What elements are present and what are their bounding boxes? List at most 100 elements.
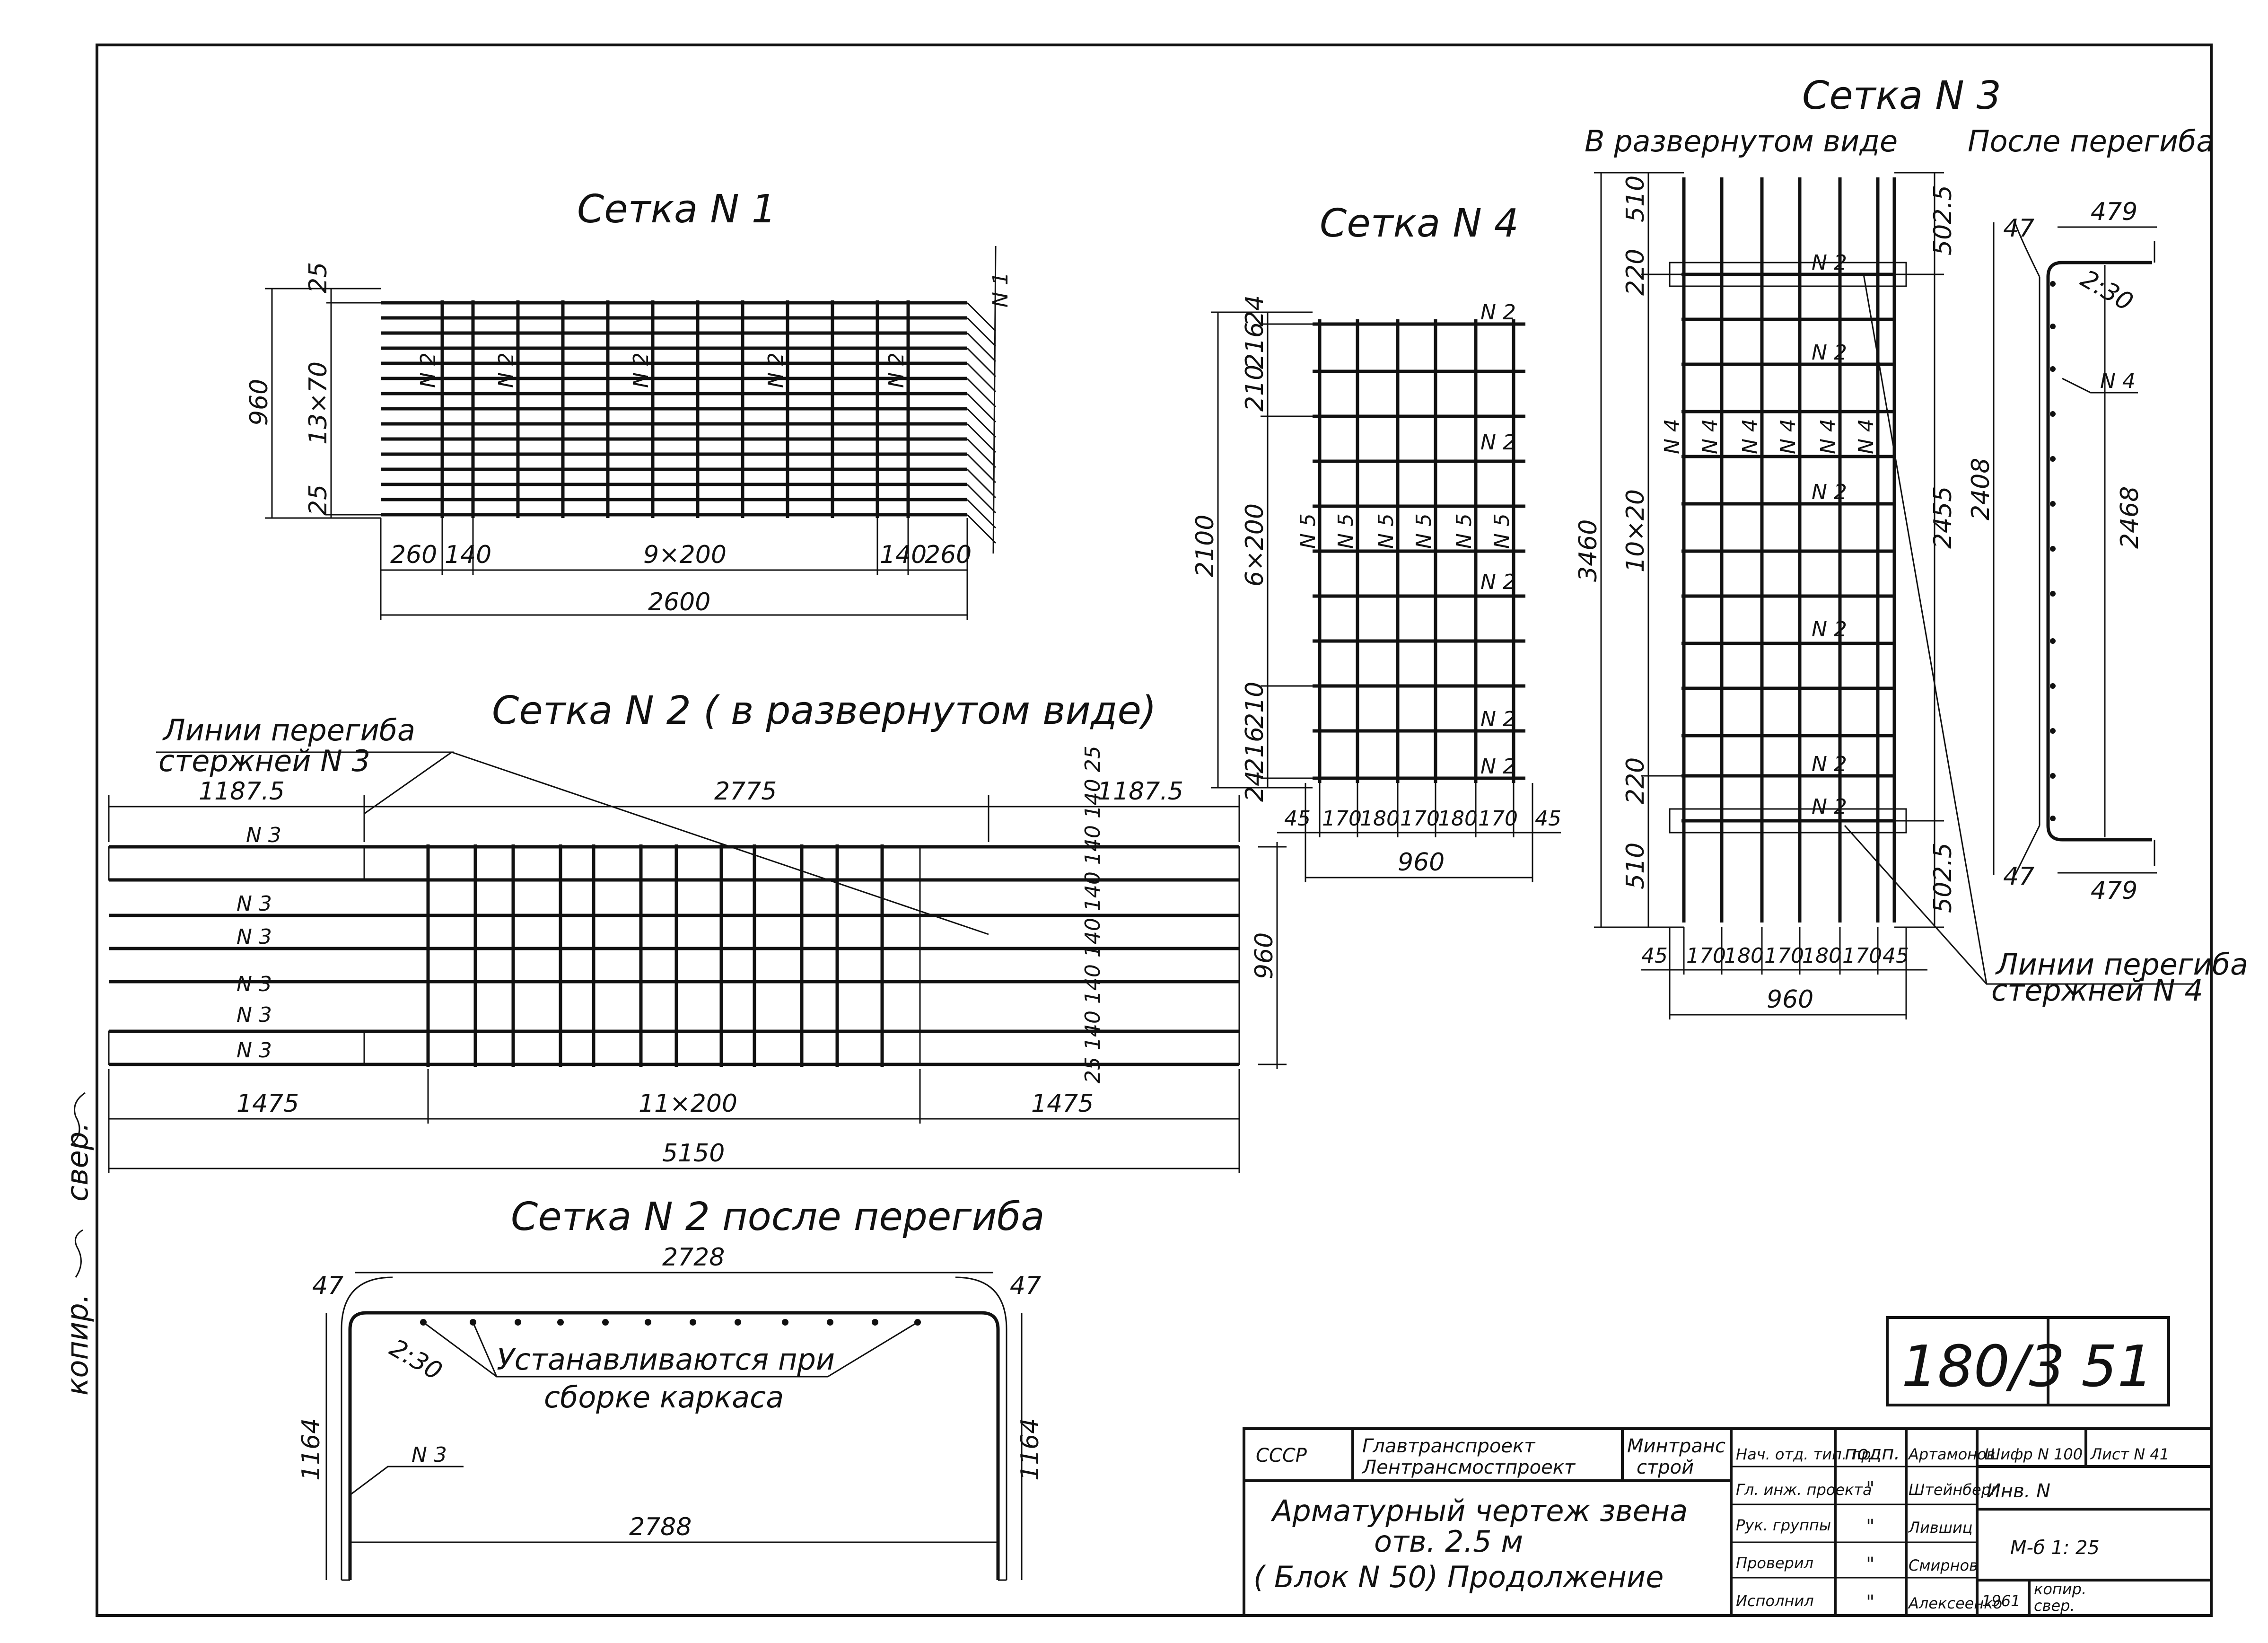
mesh2-bent-profile — [348, 1311, 1000, 1580]
mesh4-label-n5-a: N 5 — [1296, 513, 1320, 549]
mesh3-dim-bottom-1: 170 — [1686, 944, 1726, 968]
sheet-frame — [96, 44, 2213, 1617]
tb-copy: копир. — [2034, 1580, 2086, 1598]
mesh2-dim-height: 960 — [1250, 932, 1278, 979]
mesh3-dim-bottom-5: 170 — [1842, 944, 1882, 968]
tb-role-2: Рук. группы — [1736, 1516, 1831, 1534]
mesh4-dim-lines-left — [1211, 311, 1313, 789]
title-block: СССР Главтранспроект Лентрансмостпроект … — [1243, 1427, 2213, 1617]
mesh3-bent-dots — [2050, 281, 2056, 821]
mesh2-bent-rod-label: N 3 — [412, 1443, 447, 1467]
mesh4-dim-bottom-1: 170 — [1322, 807, 1362, 831]
tb-title1: Арматурный чертеж звена — [1270, 1494, 1688, 1528]
side-stamp: копир. свер. — [60, 1092, 95, 1396]
mesh3-sub-left: В развернутом виде — [1585, 124, 1898, 158]
mesh2-bent-radius-left: 47 — [312, 1272, 343, 1300]
mesh4-dim-bottom-3: 170 — [1400, 807, 1440, 831]
mesh2-bent-dots — [420, 1319, 921, 1326]
mesh2-rod-label-1: N 3 — [236, 892, 272, 916]
mesh1-bar-label-n2-a: N 2 — [416, 352, 440, 388]
mesh3-dim-lines-right — [1894, 172, 1944, 928]
mesh1-dim-top: 25 — [304, 262, 333, 293]
mesh1-title: Сетка N 1 — [577, 187, 776, 232]
mesh2-dim-lines-right — [1258, 842, 1287, 1069]
tb-role-3: Проверил — [1736, 1554, 1813, 1572]
mesh2-rod-label-2: N 3 — [236, 925, 272, 949]
mesh2-bent-dim-sides — [325, 1313, 1023, 1580]
mesh2-bent-ratio: 2:30 — [385, 1334, 447, 1386]
tb-country: СССР — [1256, 1445, 1307, 1467]
mesh2-dim-bottom-1: 11×200 — [639, 1089, 737, 1118]
mesh3-label-n4-d: N 4 — [1776, 419, 1800, 454]
mesh1-horizontal-bars — [381, 301, 967, 517]
mesh4-dim-bottom-6: 45 — [1535, 807, 1561, 831]
mesh2-bent-rod-leader — [350, 1466, 464, 1496]
tb-role-0: Нач. отд. тип. пр. — [1736, 1445, 1876, 1463]
mesh2-bent-profile-inner — [341, 1276, 1007, 1581]
mesh2-bent-note-line1: Устанавливаются при — [497, 1342, 835, 1377]
tb-sheet-label: Лист N 41 — [2090, 1445, 2169, 1463]
mesh1-dim-b2: 9×200 — [643, 541, 727, 569]
side-stamp-copier: копир. — [60, 1294, 95, 1396]
mesh2-note-line1: Линии перегиба — [162, 713, 415, 747]
mesh3-vertical-bars — [1682, 177, 1896, 923]
mesh2-drawing: Сетка N 2 ( в развернутом виде) Линии пе… — [108, 688, 1287, 1173]
mesh4-label-n2-a: N 2 — [1480, 300, 1516, 325]
tb-inv: Инв. N — [1987, 1480, 2050, 1502]
mesh4-label-n2-b: N 2 — [1480, 431, 1516, 455]
mesh2-bent-dim-bottom: 2788 — [629, 1513, 692, 1541]
mesh2-dim-bottom-0: 1475 — [236, 1089, 299, 1118]
mesh3-dim-bottom-0: 45 — [1641, 944, 1668, 968]
mesh3-dim-bottom-6: 45 — [1883, 944, 1909, 968]
mesh3-bent-radius-top: 47 — [2003, 214, 2034, 243]
mesh2-bent-dim-top-label: 2728 — [662, 1243, 725, 1272]
tb-scale: М-б 1: 25 — [2010, 1537, 2100, 1559]
mesh3-label-n4-f: N 4 — [1854, 419, 1878, 454]
mesh3-note-leaders — [1844, 274, 2195, 985]
mesh2-bent-dim-left: 1164 — [297, 1418, 325, 1481]
mesh3-label-n2-c: N 2 — [1812, 480, 1847, 504]
mesh3-dim-left-4: 510 — [1621, 843, 1650, 889]
mesh1-bar-label-n2-e: N 2 — [884, 352, 909, 388]
mesh2-rod-label-3: N 3 — [236, 972, 272, 996]
mesh4-dim-left-2: 210 — [1241, 365, 1269, 412]
mesh2-side-dims: 25 140 140 140 140 140 140 25 — [1081, 746, 1105, 1083]
mesh3-title: Сетка N 3 — [1802, 73, 2001, 118]
mesh4-dim-bottom-4: 180 — [1438, 807, 1478, 831]
mesh3-dim-left-1: 220 — [1621, 249, 1650, 296]
mesh4-dim-left-5: 216 — [1241, 727, 1269, 773]
mesh1-vertical-bars — [440, 300, 910, 518]
mesh3-bent-dims — [1993, 222, 2157, 875]
tb-year: 1961 — [1982, 1592, 2020, 1610]
mesh1-hatch — [966, 246, 997, 554]
mesh3-dim-lines-left — [1594, 172, 1684, 928]
tb-name-2: Лившиц — [1908, 1519, 1973, 1537]
mesh2-rod-label-0: N 3 — [246, 823, 281, 847]
mesh3-dim-bottom-4: 180 — [1802, 944, 1842, 968]
tb-org2: Лентрансмостпроект — [1361, 1457, 1576, 1478]
sheet-number: 51 — [2081, 1334, 2154, 1400]
mesh1-dim-height: 960 — [245, 379, 273, 426]
mesh1-dim-b3: 140 — [880, 541, 927, 569]
mesh3-dim-height: 3460 — [1574, 519, 1602, 582]
mesh2-dim-lines-top — [108, 795, 1240, 842]
mesh3-bent-profile-outer — [2014, 222, 2155, 876]
mesh2-bent-drawing: Сетка N 2 после перегиба 2728 47 47 2:30… — [297, 1195, 1045, 1581]
mesh3-bent-profile — [2046, 261, 2152, 842]
mesh4-title: Сетка N 4 — [1320, 201, 1519, 246]
mesh3-dim-left-3: 220 — [1621, 757, 1650, 804]
tb-sign-mark-0: " — [1866, 1478, 1874, 1500]
mesh4-dim-left-0: 24 — [1241, 295, 1269, 326]
mesh3-dim-right-mid: 2455 — [1929, 486, 1957, 549]
mesh3-dim-left-0: 510 — [1621, 176, 1650, 222]
mesh2-bent-note-leaders — [423, 1321, 918, 1378]
tb-org1: Главтранспроект — [1362, 1435, 1536, 1457]
mesh2-vertical-bars — [426, 844, 884, 1067]
mesh1-dim-bottom: 25 — [304, 484, 333, 516]
mesh4-label-n5-f: N 5 — [1490, 513, 1514, 549]
tb-name-4: Алексеенко — [1908, 1594, 2002, 1612]
mesh1-dim-total: 2600 — [648, 588, 710, 616]
mesh3-label-n4-b: N 4 — [1698, 419, 1722, 454]
mesh2-dim-total: 5150 — [662, 1139, 725, 1168]
